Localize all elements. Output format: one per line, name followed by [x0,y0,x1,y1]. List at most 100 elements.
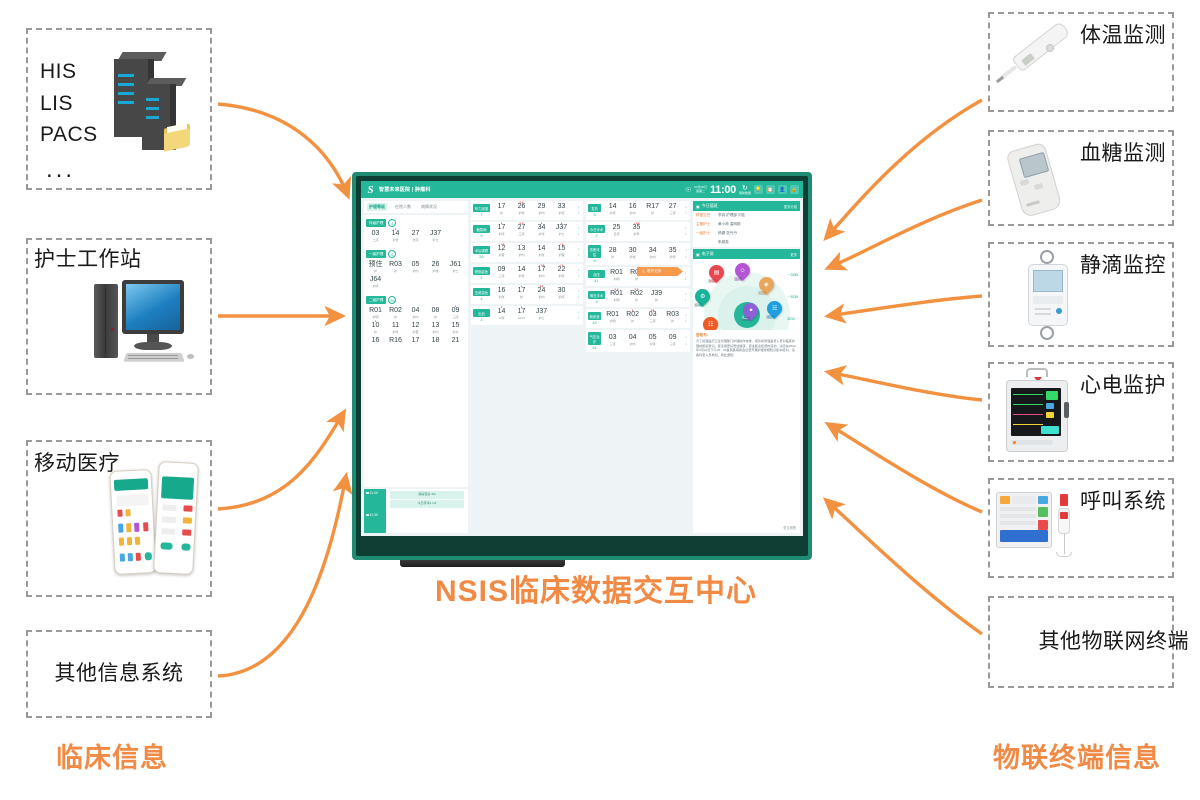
terminal-box-nurse-call[interactable]: 呼叫系统 [988,478,1174,578]
bed-cell[interactable]: 16 [367,337,384,345]
source-box-nurse-station[interactable]: 护士工作站 [26,238,212,395]
source-box-his[interactable]: HIS LIS PACS ... [26,28,212,190]
card-scroll-indicator[interactable]: ∧⋮∨ [577,225,580,237]
tab-condition[interactable]: 病情状况 [421,204,437,209]
header-btn-4[interactable]: 🔒 [790,185,799,194]
record-ribbon[interactable]: ✎ 看护记录 [637,267,683,276]
source-box-mobile-care[interactable]: 移动医疗 [26,440,212,597]
card-scroll-indicator[interactable]: ∧⋮∨ [577,267,580,279]
source-box-other-systems[interactable]: 其他信息系统 [26,630,212,718]
terminal-box-iv[interactable]: 静滴监控 [988,242,1174,347]
bell-icon[interactable]: ☉ [684,186,692,194]
terminal-box-temperature[interactable]: 体温监测 [988,12,1174,112]
bed-cell[interactable]: 18 [427,337,444,345]
card-scroll-indicator[interactable]: ∧⋮∨ [577,246,580,258]
card-scroll-indicator[interactable]: ∧⋮∨ [684,225,687,237]
terminal-box-ecg[interactable]: 心电监护 [988,362,1174,462]
card-scroll-indicator[interactable]: ∧⋮∨ [684,335,688,346]
header-btn-3[interactable]: 👤 [778,185,787,194]
card-scroll-indicator[interactable]: ∧⋮∨ [684,270,687,282]
header-btn-1[interactable]: 💡 [754,185,763,194]
nsis-dashboard-screen[interactable]: S 智慧未来医院 | 肿瘤科 ☉ 03月08日 星期二 11:00 ↻ 刷新数据… [361,181,803,536]
card-scroll-indicator[interactable]: ∧⋮∨ [577,204,580,216]
bed-cell[interactable]: 17 [407,337,424,345]
card-scroll-indicator[interactable]: ∧⋮∨ [577,309,580,321]
terminal-box-glucose[interactable]: 血糖监测 [988,130,1174,226]
refresh-button[interactable]: ↻ 刷新数据 [738,184,751,195]
card-scroll-indicator[interactable]: ∧⋮∨ [684,312,688,324]
eboard-more-link[interactable]: 更多 [790,252,797,257]
terminal-box-other-iot[interactable]: 其他物联网终端 [988,596,1189,688]
bed-cell[interactable]: R16 [387,337,404,345]
timeline-event[interactable]: 病房查房 3/4 [390,491,464,499]
duty-more-link[interactable]: 更多分组 [783,204,797,209]
card-scroll-indicator[interactable]: ∧⋮∨ [684,248,688,259]
card-scroll-indicator[interactable]: ∧⋮∨ [684,291,687,303]
tab-inpatients[interactable]: 在院人数 [395,204,411,209]
care-tabs[interactable]: 护理等级 在院人数 病情状况 [364,201,468,213]
